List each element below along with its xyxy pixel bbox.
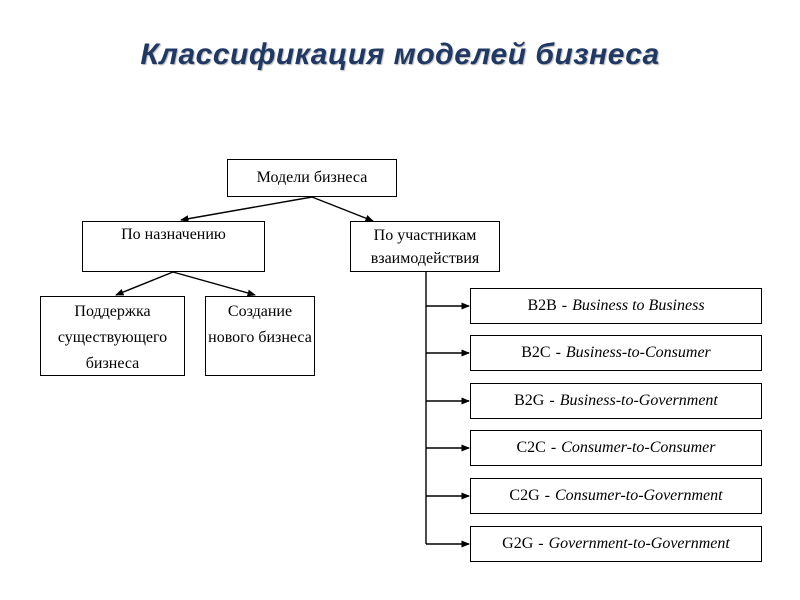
code-separator: - bbox=[538, 535, 544, 552]
connector-purpose-to-support bbox=[115, 271, 174, 296]
node-c2g: C2G - Consumer-to-Government bbox=[470, 478, 762, 514]
model-code: C2C bbox=[516, 439, 546, 456]
connector-purpose-to-create bbox=[172, 271, 256, 297]
node-support-existing-business: Поддержка существующего бизнеса bbox=[40, 296, 185, 376]
node-b2b: B2B - Business to Business bbox=[470, 288, 762, 324]
model-code: B2G bbox=[514, 392, 545, 409]
model-name: Business-to-Government bbox=[559, 392, 718, 409]
node-g2g: G2G - Government-to-Government bbox=[470, 526, 762, 562]
code-separator: - bbox=[544, 487, 550, 504]
model-code: C2G bbox=[509, 487, 540, 504]
node-b2g: B2G - Business-to-Government bbox=[470, 383, 762, 419]
model-code: B2C bbox=[521, 344, 551, 361]
model-name: Consumer-to-Government bbox=[554, 487, 723, 504]
model-name: Business-to-Consumer bbox=[565, 344, 711, 361]
code-separator: - bbox=[561, 297, 568, 314]
node-by-participants: По участникам взаимодействия bbox=[350, 221, 500, 272]
model-name: Consumer-to-Consumer bbox=[561, 439, 716, 456]
model-name: Business to Business bbox=[572, 297, 705, 314]
code-separator: - bbox=[550, 439, 557, 456]
model-name: Government-to-Government bbox=[548, 535, 730, 552]
code-separator: - bbox=[549, 392, 555, 409]
node-by-purpose: По назначению bbox=[82, 221, 265, 272]
model-code: B2B bbox=[527, 297, 557, 314]
slide-title: Классификация моделей бизнеса bbox=[140, 38, 660, 71]
connector-root-to-purpose bbox=[180, 196, 313, 223]
node-b2c: B2C - Business-to-Consumer bbox=[470, 335, 762, 371]
model-code: G2G bbox=[502, 535, 534, 552]
node-create-new-business: Создание нового бизнеса bbox=[205, 296, 315, 376]
code-separator: - bbox=[555, 344, 561, 361]
node-business-models: Модели бизнеса bbox=[227, 159, 397, 197]
connector-root-to-participants bbox=[311, 196, 374, 222]
node-c2c: C2C - Consumer-to-Consumer bbox=[470, 430, 762, 466]
